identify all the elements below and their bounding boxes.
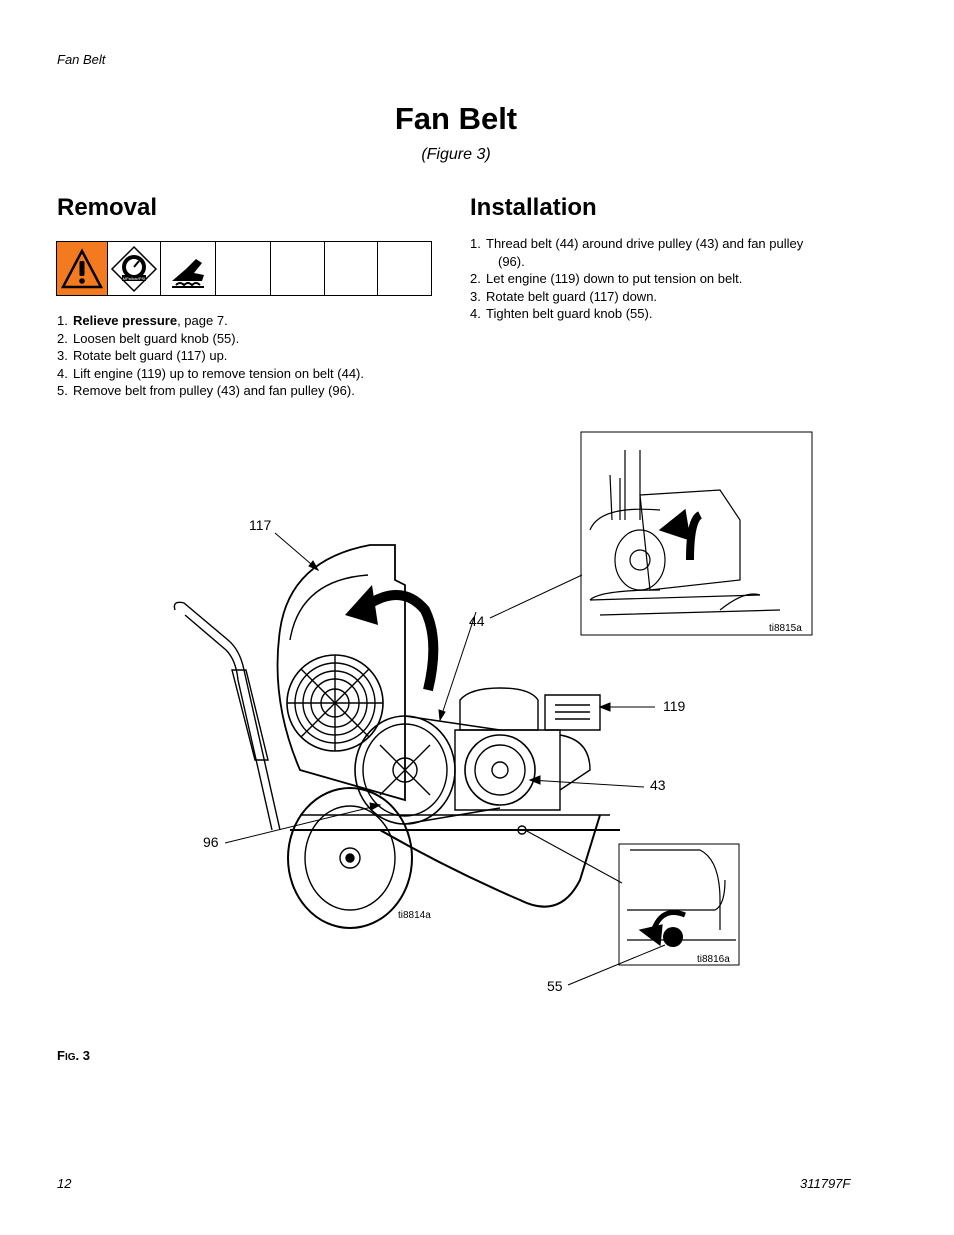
empty-icon-cell xyxy=(216,242,271,295)
relieve-pressure-link: Relieve pressure xyxy=(73,313,178,328)
removal-steps: 1.Relieve pressure, page 7. 2.Loosen bel… xyxy=(57,312,447,400)
inset-bottom: ti8816a xyxy=(618,843,740,966)
installation-step: 1.Thread belt (44) around drive pulley (… xyxy=(470,236,804,269)
installation-step: 2.Let engine (119) down to put tension o… xyxy=(470,271,743,286)
installation-heading: Installation xyxy=(470,194,597,221)
callout-96: 96 xyxy=(203,834,219,850)
warning-triangle-icon xyxy=(57,242,108,295)
image-id-bottom: ti8816a xyxy=(697,954,730,965)
removal-step: 2.Loosen belt guard knob (55). xyxy=(57,330,240,346)
figure-caption: FIG. 3 xyxy=(57,1048,90,1063)
sprayer-drawing xyxy=(173,544,620,929)
removal-step: 3.Rotate belt guard (117) up. xyxy=(57,348,228,363)
empty-icon-cell xyxy=(271,242,325,295)
removal-heading: Removal xyxy=(57,194,158,221)
installation-step: 3.Rotate belt guard (117) down. xyxy=(470,288,658,304)
warning-icon-table: MPa/bar/PSI xyxy=(56,241,432,296)
callout-55: 55 xyxy=(547,978,563,994)
installation-steps: 1.Thread belt (44) around drive pulley (… xyxy=(470,235,850,323)
pressure-unit-label: MPa/bar/PSI xyxy=(123,276,146,281)
page-number: 12 xyxy=(57,1176,72,1191)
empty-icon-cell xyxy=(325,242,379,295)
removal-step: 4.Lift engine (119) up to remove tension… xyxy=(57,365,364,381)
removal-step: 1.Relieve pressure, page 7. xyxy=(57,313,228,328)
image-id-top: ti8815a xyxy=(769,623,802,634)
removal-step: 5.Remove belt from pulley (43) and fan p… xyxy=(57,383,355,398)
callout-119: 119 xyxy=(663,698,686,714)
hot-surface-icon xyxy=(161,242,217,295)
callout-44: 44 xyxy=(469,613,485,629)
leader-lines xyxy=(224,532,666,986)
inset-top: ti8815a xyxy=(580,431,813,636)
pressure-gauge-icon: MPa/bar/PSI xyxy=(108,242,162,295)
document-number: 311797F xyxy=(800,1176,851,1191)
installation-step: 4.Tighten belt guard knob (55). xyxy=(470,306,653,321)
image-id-main: ti8814a xyxy=(398,910,431,921)
page-subtitle: (Figure 3) xyxy=(421,146,491,163)
callout-43: 43 xyxy=(650,777,666,793)
callout-117: 117 xyxy=(249,517,272,533)
page-title: Fan Belt xyxy=(394,101,518,136)
running-header: Fan Belt xyxy=(57,52,106,67)
